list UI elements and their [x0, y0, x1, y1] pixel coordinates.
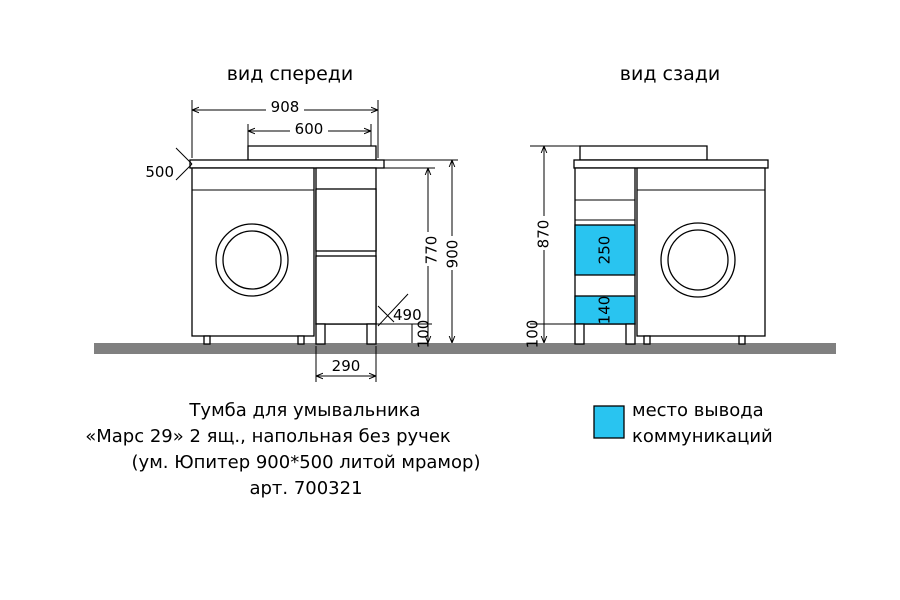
back-module-leg: [574, 323, 585, 345]
dim-height-770: 770: [423, 236, 441, 265]
drawer-top: [315, 188, 377, 252]
back-module-leg: [625, 323, 636, 345]
washer-door-outer: [215, 223, 289, 297]
dim-line-490: [377, 293, 409, 327]
dim-leg-height-front: 100: [415, 320, 433, 349]
back-washer-compartment: [636, 167, 766, 337]
back-countertop: [573, 159, 769, 169]
back-washer-door-inner: [667, 229, 729, 291]
dim-depth: 500: [145, 163, 174, 181]
back-view-title: вид сзади: [620, 63, 720, 85]
back-leg: [738, 335, 746, 345]
dim-depth-490: 490: [393, 306, 422, 324]
back-leg: [643, 335, 651, 345]
dim-tick-490: [377, 305, 395, 323]
communication-zone-lower: [574, 295, 636, 325]
communication-zone-upper: [574, 224, 636, 276]
washer-door-inner: [222, 230, 282, 290]
washer-compartment: [191, 167, 315, 337]
legend-line-1: место вывода: [632, 400, 764, 421]
caption-line-1: Тумба для умывальника: [188, 400, 420, 421]
caption-line-4: арт. 700321: [249, 478, 362, 499]
front-view-title: вид спереди: [227, 63, 354, 85]
product-caption: Тумба для умывальника «Марс 29» 2 ящ., н…: [85, 400, 480, 499]
dim-tick-500: [175, 163, 193, 181]
legend-line-2: коммуникаций: [632, 426, 773, 447]
caption-line-2: «Марс 29» 2 ящ., напольная без ручек: [85, 426, 451, 447]
dim-line-500: [175, 147, 193, 165]
front-view: вид спереди 908 600 500: [145, 63, 462, 382]
floor-line: [94, 343, 836, 354]
zone-lower-label: 140: [596, 296, 614, 325]
legend-swatch: [593, 405, 625, 439]
front-countertop: [189, 159, 385, 169]
module-leg: [366, 323, 377, 345]
dim-width-basin: 600: [295, 120, 324, 138]
zone-upper-label: 250: [596, 236, 614, 265]
front-basin: [247, 145, 377, 161]
dim-width-total: 908: [271, 98, 300, 116]
legend: место вывода коммуникаций: [593, 400, 773, 447]
back-view: вид сзади 250 140 870 100: [524, 63, 769, 348]
dim-height-870: 870: [535, 220, 553, 249]
module-leg: [315, 323, 326, 345]
dim-leg-height-back: 100: [524, 320, 542, 349]
back-washer-door-outer: [660, 222, 736, 298]
drawer-bottom: [315, 255, 377, 325]
back-basin: [579, 145, 708, 161]
caption-line-3: (ум. Юпитер 900*500 литой мрамор): [132, 452, 481, 473]
front-leg: [203, 335, 211, 345]
dim-module-width: 290: [332, 357, 361, 375]
front-leg: [297, 335, 305, 345]
dim-height-900: 900: [444, 240, 462, 269]
